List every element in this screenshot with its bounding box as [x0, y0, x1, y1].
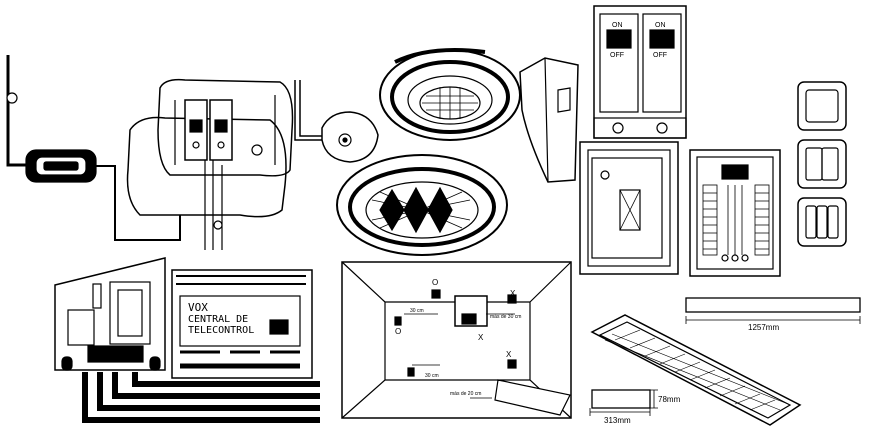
- junction-box-icon: [126, 78, 330, 250]
- dim-mas20: más de 20 cm: [450, 391, 481, 397]
- breaker-1-on-label: ON: [612, 22, 623, 29]
- cable-tag-icon: [6, 92, 18, 104]
- room-marker-x-1: X: [510, 289, 516, 298]
- room-marker-o-2: O: [395, 327, 401, 336]
- screw-icon: [612, 122, 624, 134]
- wiring-box: [54, 257, 320, 423]
- screw-icon: [656, 122, 668, 134]
- telecontrol-line2: TELECONTROL: [188, 325, 254, 336]
- room-marker-x-2: X: [478, 333, 484, 342]
- room-marker-o-1: O: [432, 278, 438, 287]
- dim-mas30: más de 30 cm: [490, 314, 521, 320]
- motion-sensor-icon: [321, 111, 379, 163]
- dim-30cm-top: 30 cm: [410, 308, 424, 314]
- breaker-1-toggle[interactable]: [606, 29, 632, 49]
- breaker-2-off-label: OFF: [653, 52, 667, 59]
- fixture-height-label: 78mm: [658, 395, 681, 404]
- fixture-length-label: 1257mm: [748, 323, 779, 332]
- wall-switch-1-icon: [797, 81, 847, 131]
- room-plan: O O X X X 30 cm 30 cm más de 30 cm más d…: [341, 261, 572, 419]
- fixture-width-label: 313mm: [604, 416, 631, 425]
- telecontrol-line1: CENTRAL DE: [188, 314, 248, 325]
- breaker-2-toggle[interactable]: [649, 29, 675, 49]
- breaker-2-on-label: ON: [655, 22, 666, 29]
- telecontrol-brand: VOX: [188, 301, 208, 314]
- cable-with-plug: [6, 55, 181, 241]
- wall-switch-3-icon: [797, 197, 847, 247]
- breaker-1-off-label: OFF: [610, 52, 624, 59]
- switch-plate: [579, 141, 679, 275]
- downlight-large-icon: [336, 154, 508, 256]
- tube-tag-icon: [213, 220, 223, 230]
- box-tag-icon: [251, 144, 263, 156]
- room-marker-x-3: X: [506, 350, 512, 359]
- wall-switch-side-icon: [519, 57, 579, 183]
- wall-switch-set: [797, 81, 847, 247]
- telecontrol-central: VOX CENTRAL DE TELECONTROL: [171, 269, 313, 379]
- distribution-board: [689, 149, 781, 277]
- downlight-small-icon: [379, 47, 521, 141]
- dim-30cm-bottom: 30 cm: [425, 373, 439, 379]
- breaker-panel: ON ON OFF OFF: [593, 5, 687, 139]
- telecontrol-port-icon: [269, 319, 289, 335]
- linear-fixture: 1257mm 313mm 78mm: [589, 297, 861, 426]
